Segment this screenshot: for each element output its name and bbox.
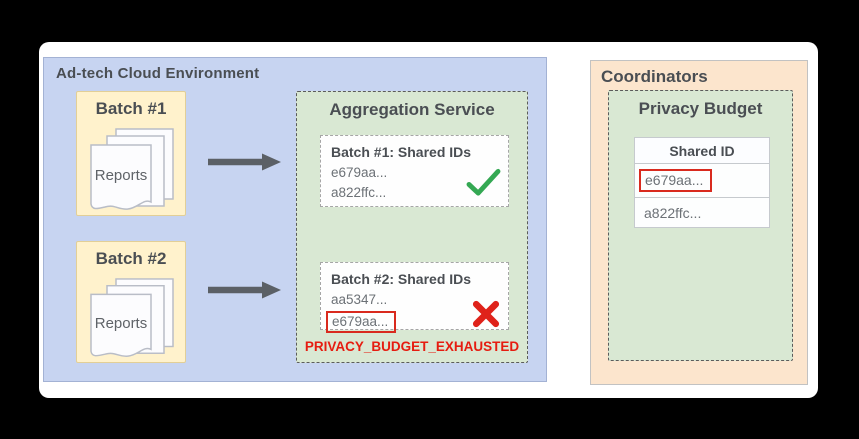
table-row: a822ffc... xyxy=(634,197,770,228)
aggregation-service-title: Aggregation Service xyxy=(329,100,495,119)
reports-label: Reports xyxy=(95,316,147,332)
flagged-shared-id-value: e679aa... xyxy=(639,169,713,192)
batch-2-result-card: Batch #2: Shared IDs aa5347... e679aa... xyxy=(320,262,509,333)
batch-1-result-card: Batch #1: Shared IDs e679aa... a822ffc..… xyxy=(320,135,509,207)
batch-2-arrow-icon xyxy=(208,281,281,299)
privacy-budget-title: Privacy Budget xyxy=(638,99,763,118)
batch-2-result-title: Batch #2: Shared IDs xyxy=(331,271,472,287)
adtech-environment-title: Ad-tech Cloud Environment xyxy=(56,65,260,82)
batch-2-group: Batch #2 Reports xyxy=(76,241,186,363)
batch-1-arrow-icon xyxy=(208,153,281,171)
reports-stack-icon: Reports xyxy=(90,278,174,357)
x-mark-icon xyxy=(472,300,500,328)
adtech-cloud-environment-group: Ad-tech Cloud Environment Batch #1 Repor… xyxy=(43,57,547,382)
batch-1-group: Batch #1 Reports xyxy=(76,91,186,216)
shared-id-value: a822ffc... xyxy=(331,185,387,200)
reports-stack-icon: Reports xyxy=(90,128,174,210)
diagram-card: Ad-tech Cloud Environment Batch #1 Repor… xyxy=(39,42,818,398)
table-row: e679aa... xyxy=(634,163,770,198)
privacy-budget-exhausted-label: PRIVACY_BUDGET_EXHAUSTED xyxy=(304,339,520,354)
coordinators-title: Coordinators xyxy=(601,67,708,86)
shared-id-value: e679aa... xyxy=(331,165,388,180)
shared-id-table: Shared ID e679aa... a822ffc... xyxy=(634,137,770,228)
shared-id-value: a822ffc... xyxy=(644,204,702,221)
coordinators-group: Coordinators Privacy Budget Shared ID e6… xyxy=(590,60,808,385)
shared-id-value: aa5347... xyxy=(331,292,388,307)
batch-1-title: Batch #1 xyxy=(95,99,167,118)
batch-1-result-title: Batch #1: Shared IDs xyxy=(331,144,472,160)
flagged-shared-id-value: e679aa... xyxy=(326,311,397,333)
checkmark-icon xyxy=(466,168,501,196)
privacy-budget-group: Privacy Budget Shared ID e679aa... a822f… xyxy=(608,90,793,361)
shared-id-table-header: Shared ID xyxy=(634,137,770,164)
batch-2-title: Batch #2 xyxy=(95,249,167,268)
aggregation-service-group: Aggregation Service Batch #1: Shared IDs… xyxy=(296,91,528,363)
reports-label: Reports xyxy=(95,167,148,184)
